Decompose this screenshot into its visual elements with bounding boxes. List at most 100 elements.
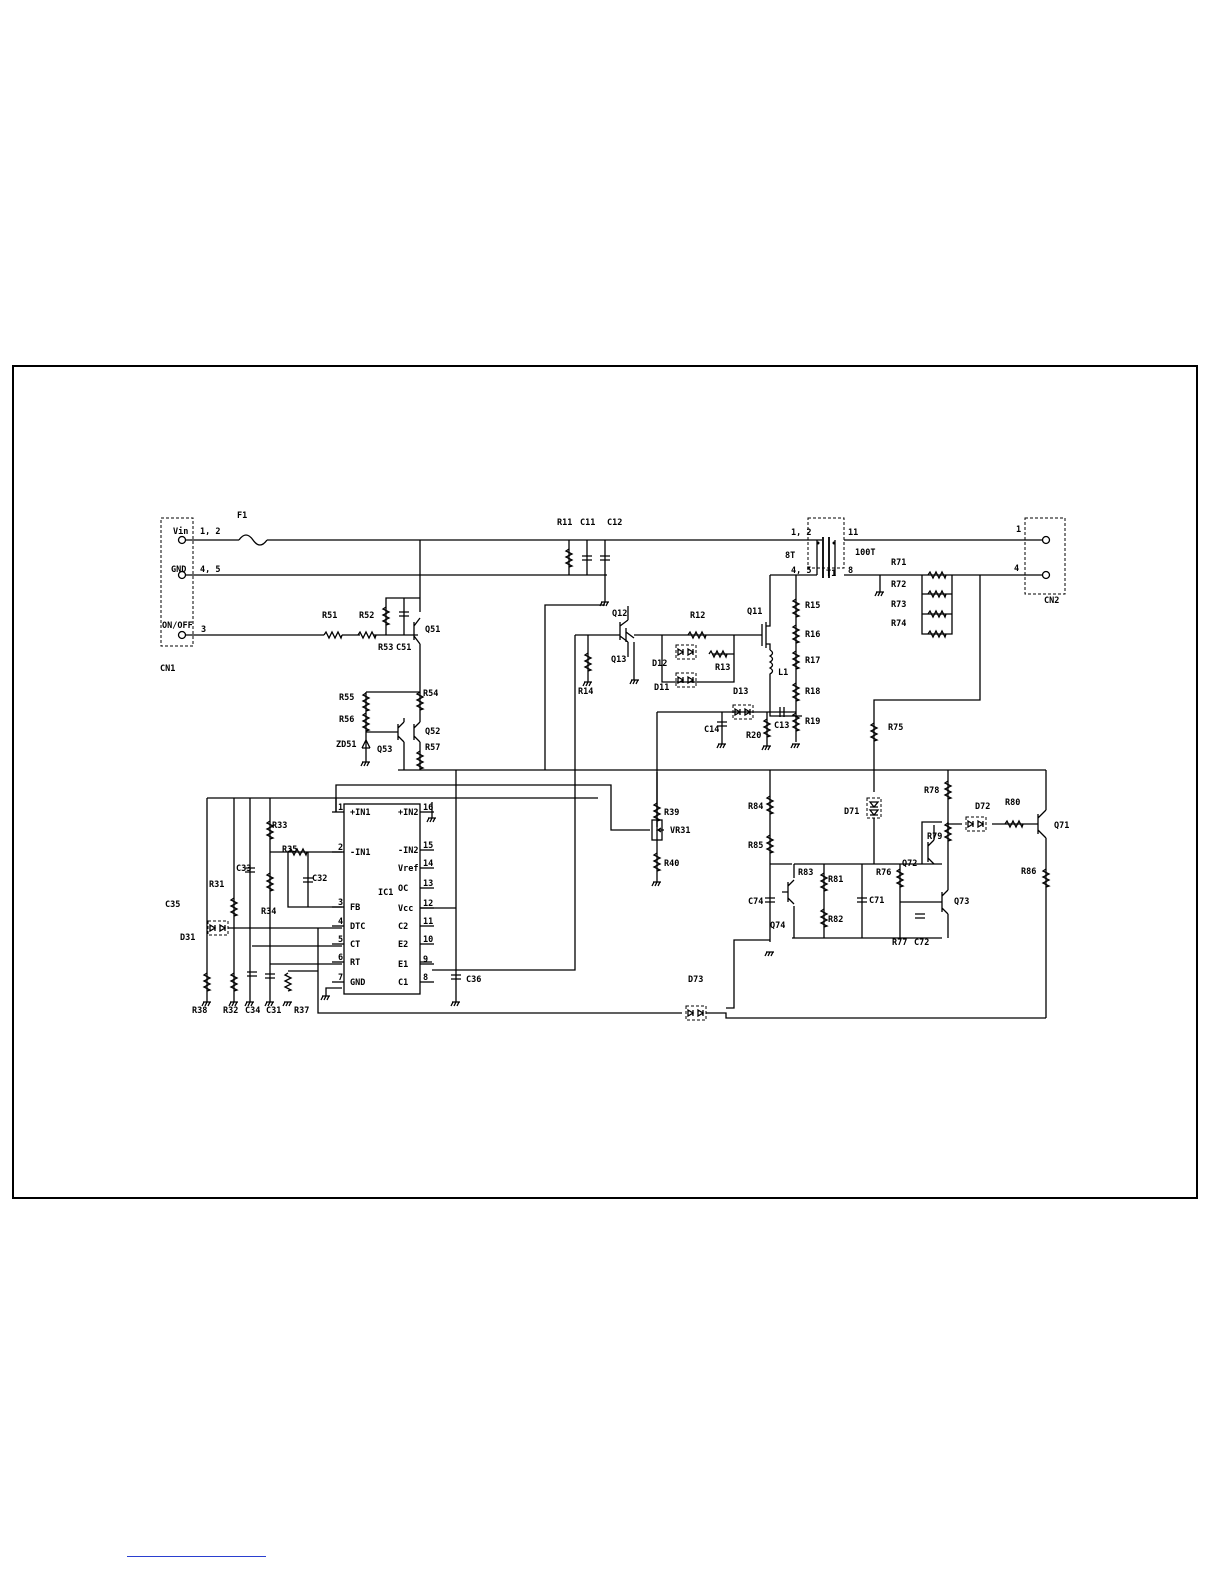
label-c14: C14 [704, 725, 719, 735]
bus-q12-link [544, 604, 605, 770]
label-c71: C71 [869, 896, 884, 906]
label-r51: R51 [322, 611, 337, 621]
label-r40: R40 [664, 859, 679, 869]
label-r15: R15 [805, 601, 820, 611]
label-c11: C11 [580, 518, 595, 528]
label-d13: D13 [733, 687, 748, 697]
label-q52: Q52 [425, 727, 440, 737]
ic1-pin-label: E1 [398, 960, 408, 970]
label-c32: C32 [312, 874, 327, 884]
label-r57: R57 [425, 743, 440, 753]
label-c74: C74 [748, 897, 763, 907]
ic1-pin-number: 4 [338, 917, 343, 927]
label-r16: R16 [805, 630, 820, 640]
label-f1: F1 [237, 511, 247, 521]
ic1-pin-number: 15 [423, 841, 433, 851]
t1-pin-12: 1, 2 [791, 528, 811, 538]
ic1-pin-number: 9 [423, 955, 428, 965]
label-d12: D12 [652, 659, 667, 669]
ic1-pin-label: -IN2 [398, 846, 418, 856]
t1-pin-8: 8 [848, 566, 853, 576]
label-d11: D11 [654, 683, 669, 693]
label-q13: Q13 [611, 655, 626, 665]
label-r52: R52 [359, 611, 374, 621]
label-r78: R78 [924, 786, 939, 796]
label-r11: R11 [557, 518, 572, 528]
cn1-onoff-label: ON/OFF [162, 621, 193, 631]
label-r13: R13 [715, 663, 730, 673]
cn1-gnd-label: GND [171, 565, 186, 575]
label-vr31: VR31 [670, 826, 690, 836]
ic1-pin-label: FB [350, 903, 360, 913]
ic1-pin-label: OC [398, 884, 408, 894]
label-c13: C13 [774, 721, 789, 731]
label-c34: C34 [245, 1006, 260, 1016]
label-r12: R12 [690, 611, 705, 621]
label-r71: R71 [891, 558, 906, 568]
label-q12: Q12 [612, 609, 627, 619]
label-r76: R76 [876, 868, 891, 878]
cn1-pin-gnd: 4, 5 [200, 565, 220, 575]
label-d31: D31 [180, 933, 195, 943]
label-r14: R14 [578, 687, 593, 697]
label-r17: R17 [805, 656, 820, 666]
label-q74: Q74 [770, 921, 785, 931]
protection-circuit: R84 R85 C74 Q74 R83 R81 R82 C71 D71 R76 … [685, 770, 1069, 1021]
adjust-vr31: R39 VR31 R40 [651, 772, 690, 887]
label-c35: C35 [165, 900, 180, 910]
connector-cn1: Vin GND ON/OFF CN1 1, 2 4, 5 3 [160, 517, 220, 674]
ic1-pin-label: RT [350, 958, 360, 968]
label-r77: R77 [892, 938, 907, 948]
label-d72: D72 [975, 802, 990, 812]
ic1-pin-label: C2 [398, 922, 408, 932]
ic1-pin-number: 8 [423, 973, 428, 983]
ic1-pin-label: C1 [398, 978, 408, 988]
ic1-pin-label: Vref [398, 864, 418, 874]
label-r55: R55 [339, 693, 354, 703]
label-c12: C12 [607, 518, 622, 528]
label-r56: R56 [339, 715, 354, 725]
t1-pin-11: 11 [848, 528, 858, 538]
label-r73: R73 [891, 600, 906, 610]
ic1-pin-number: 11 [423, 917, 433, 927]
label-r86: R86 [1021, 867, 1036, 877]
label-r79: R79 [927, 832, 942, 842]
ic1-pin-label: DTC [350, 922, 365, 932]
cn1-name: CN1 [160, 664, 175, 674]
label-r37: R37 [294, 1006, 309, 1016]
ic1-pin-number: 3 [338, 898, 343, 908]
ic1-pin-number: 5 [338, 935, 343, 945]
ic1-pin-number: 12 [423, 899, 433, 909]
cn1-pin-vin: 1, 2 [200, 527, 220, 537]
ic1-pin-label: -IN1 [350, 848, 370, 858]
ic1-pin-number: 7 [338, 973, 343, 983]
t1-primary-turns: 8T [785, 551, 795, 561]
label-c72: C72 [914, 938, 929, 948]
driver-stage: Q12 Q13 R14 R12 R13 D12 D11 [432, 606, 762, 971]
ic1-pin-label: CT [350, 940, 360, 950]
ic1-pin-label: +IN1 [350, 808, 370, 818]
label-r53: R53 [378, 643, 393, 653]
ic1-pin-number: 6 [338, 953, 343, 963]
label-c31: C31 [266, 1006, 281, 1016]
label-r31: R31 [209, 880, 224, 890]
footer-link-underline [127, 1556, 266, 1557]
cn1-pin-onoff: 3 [201, 625, 206, 635]
label-c36: C36 [466, 975, 481, 985]
schematic-frame: Vin GND ON/OFF CN1 1, 2 4, 5 3 F1 R11 C1… [12, 365, 1198, 1199]
ic1-pin-number: 2 [338, 843, 343, 853]
label-c51: C51 [396, 643, 411, 653]
switching-stage: Q11 L1 R15 R16 R17 R18 R19 D13 C14 R20 C… [656, 574, 820, 827]
label-r20: R20 [746, 731, 761, 741]
label-d71: D71 [844, 807, 859, 817]
label-q72: Q72 [902, 859, 917, 869]
ic1-pin-label: Vcc [398, 904, 413, 914]
cn2-pin-1: 1 [1016, 525, 1021, 535]
label-r39: R39 [664, 808, 679, 818]
ic1: IC1 [343, 803, 421, 995]
label-r74: R74 [891, 619, 906, 629]
t1-pin-45: 4, 5 [791, 566, 811, 576]
label-r81: R81 [828, 875, 843, 885]
label-c33: C33 [236, 864, 251, 874]
cn2-name: CN2 [1044, 596, 1059, 606]
